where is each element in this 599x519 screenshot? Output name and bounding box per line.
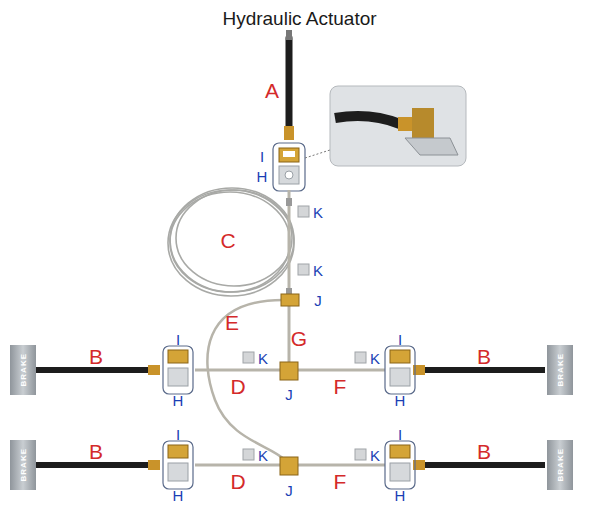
hardware-letter: K	[370, 448, 380, 463]
hardware-letter: I	[176, 427, 180, 442]
hardware-letter: H	[173, 393, 184, 408]
hardware-letter: I	[398, 332, 402, 347]
hardware-letter: K	[258, 351, 268, 366]
part-letter: F	[334, 471, 347, 492]
hardware-letter: I	[260, 149, 264, 164]
part-letter: B	[89, 441, 103, 462]
hardware-letter: K	[258, 448, 268, 463]
brake-block: BRAKE	[10, 345, 36, 395]
hardware-letter: J	[285, 483, 293, 498]
hardware-letter: I	[176, 332, 180, 347]
part-letter: G	[291, 328, 307, 349]
part-letter: D	[230, 471, 245, 492]
brake-text: BRAKE	[556, 448, 565, 481]
hardware-letter: H	[395, 488, 406, 503]
brake-block: BRAKE	[10, 440, 36, 490]
hardware-letter: K	[313, 263, 323, 278]
hardware-letter: J	[285, 387, 293, 402]
brake-text: BRAKE	[19, 448, 28, 481]
hardware-letter: H	[173, 488, 184, 503]
part-letter: C	[220, 230, 235, 251]
hardware-letter: H	[395, 393, 406, 408]
brake-text: BRAKE	[556, 353, 565, 386]
part-letter: B	[477, 346, 491, 367]
hardware-letter: K	[370, 351, 380, 366]
hardware-letter: H	[257, 169, 268, 184]
brake-text: BRAKE	[19, 353, 28, 386]
part-letter: F	[334, 376, 347, 397]
part-letter: B	[89, 346, 103, 367]
hardware-letter: I	[398, 427, 402, 442]
part-letter: E	[225, 312, 239, 333]
hardware-letter: J	[314, 293, 322, 308]
part-letter: D	[230, 376, 245, 397]
brake-block: BRAKE	[547, 440, 573, 490]
hardware-letter: K	[313, 205, 323, 220]
part-letter: A	[265, 80, 279, 101]
brake-block: BRAKE	[547, 345, 573, 395]
part-letter: B	[477, 441, 491, 462]
title: Hydraulic Actuator	[0, 8, 599, 30]
